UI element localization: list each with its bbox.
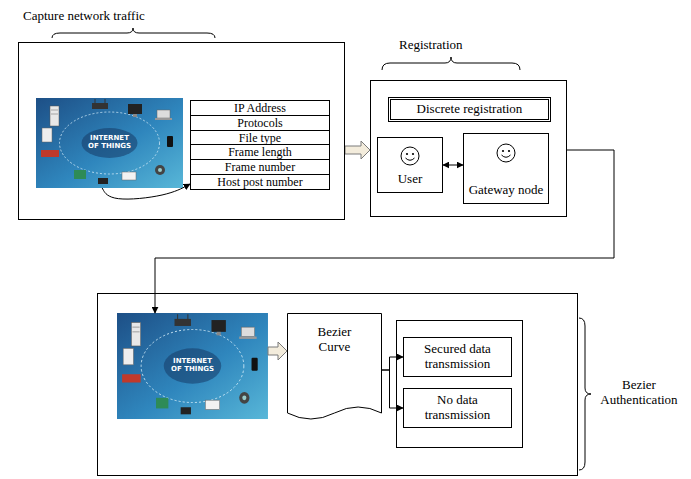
arrow-connector <box>155 150 614 313</box>
box-label: Gateway node <box>469 183 544 198</box>
iot-image: INTERNET OF THINGS <box>117 313 268 419</box>
table-cell: IP Address <box>191 101 329 116</box>
box-label: Secured data transmission <box>408 342 507 372</box>
section-frame: Discrete registrationUserGateway nodeReg… <box>370 80 567 217</box>
curly-brace <box>52 28 215 38</box>
table-cell: Frame length <box>191 145 329 160</box>
section-heading: Registration <box>399 38 463 53</box>
actor-box: User <box>377 137 443 193</box>
box-label: User <box>398 172 423 187</box>
arrow-connector <box>443 165 463 166</box>
smiley-icon <box>497 144 515 162</box>
process-box: Discrete registration <box>388 97 551 122</box>
document-outline <box>288 314 382 420</box>
smiley-icon <box>401 147 419 165</box>
curly-brace <box>382 57 520 70</box>
curly-brace <box>579 318 591 470</box>
section-frame: INTERNET OF THINGS Bezier CurveSecured da… <box>97 293 578 476</box>
actor-box: Gateway node <box>463 133 549 204</box>
table-cell: File type <box>191 131 329 146</box>
image-caption: INTERNET OF THINGS <box>87 135 133 150</box>
arrow-connector <box>102 184 190 199</box>
table-cell: Frame number <box>191 160 329 175</box>
box-label: Discrete registration <box>417 102 523 117</box>
process-box: Secured data transmission <box>403 337 512 377</box>
section-heading: Capture network traffic <box>23 9 145 24</box>
section-heading: Bezier Authentication <box>592 378 686 408</box>
arrow-connector <box>382 357 403 370</box>
output-frame <box>397 321 523 448</box>
document-shape: Bezier Curve <box>287 313 382 425</box>
iot-image: INTERNET OF THINGS <box>36 98 183 188</box>
feature-table: IP AddressProtocolsFile typeFrame length… <box>190 100 330 190</box>
image-caption: INTERNET OF THINGS <box>170 358 216 373</box>
section-frame: INTERNET OF THINGS IP AddressProtocolsFil… <box>18 42 345 220</box>
box-label: Bezier Curve <box>305 325 365 355</box>
iot-illustration <box>36 98 183 188</box>
process-box: No data transmission <box>403 388 512 428</box>
box-label: No data transmission <box>408 393 507 423</box>
block-arrow <box>345 141 370 159</box>
arrow-connector <box>382 370 403 408</box>
iot-illustration <box>117 313 268 419</box>
block-arrow <box>268 342 287 360</box>
table-cell: Protocols <box>191 116 329 131</box>
table-cell: Host post number <box>191 175 329 189</box>
